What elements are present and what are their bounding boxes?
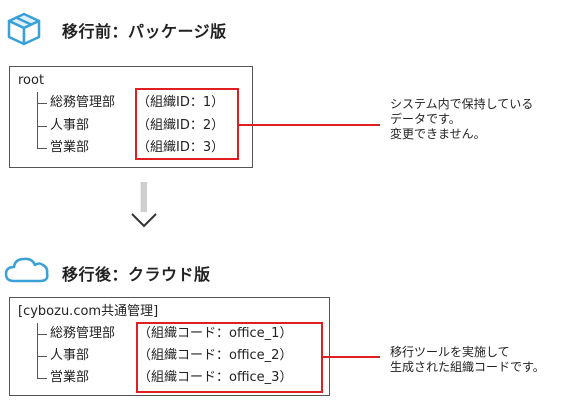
after-note-line-1: 移行ツールを実施して xyxy=(390,345,510,359)
before-dept-2: 人事部 xyxy=(50,118,90,133)
package-box-icon xyxy=(6,12,42,46)
arrow-down-icon xyxy=(128,182,160,232)
after-dept-1: 総務管理部 xyxy=(50,326,116,341)
after-tree-branch-2 xyxy=(37,356,47,357)
after-org-code-1: （組織コード：office_1） xyxy=(138,326,293,341)
after-tree-branch-1 xyxy=(37,334,47,335)
after-org-box xyxy=(9,297,330,396)
before-org-id-3: （組織ID：3） xyxy=(137,140,225,155)
before-org-id-2: （組織ID：2） xyxy=(137,118,225,133)
before-heading: 移行前：パッケージ版 xyxy=(62,22,227,41)
before-tree-branch-1 xyxy=(37,103,47,104)
before-dept-3: 営業部 xyxy=(50,140,90,155)
before-tree-branch-3 xyxy=(37,148,47,149)
before-org-id-1: （組織ID：1） xyxy=(137,95,225,110)
after-dept-3: 営業部 xyxy=(50,370,90,385)
after-note-line-2: 生成された組織コードです。 xyxy=(390,360,545,374)
before-dept-1: 総務管理部 xyxy=(50,95,116,110)
after-heading: 移行後：クラウド版 xyxy=(62,265,211,284)
before-note-line-3: 変更できません。 xyxy=(390,127,486,141)
after-org-code-2: （組織コード：office_2） xyxy=(138,348,293,363)
after-root-label: [cybozu.com共通管理] xyxy=(18,304,159,319)
before-root-label: root xyxy=(18,73,45,88)
after-tree-branch-3 xyxy=(37,378,47,379)
before-tree-trunk xyxy=(37,92,38,149)
cloud-icon xyxy=(4,254,50,284)
before-org-box xyxy=(9,66,253,168)
after-dept-2: 人事部 xyxy=(50,348,90,363)
before-tree-branch-2 xyxy=(37,126,47,127)
after-org-code-3: （組織コード：office_3） xyxy=(138,370,293,385)
after-callout-line xyxy=(321,356,380,358)
before-callout-line xyxy=(237,124,380,126)
before-note-line-2: データです。 xyxy=(390,112,461,126)
after-tree-trunk xyxy=(37,323,38,379)
before-note-line-1: システム内で保持している xyxy=(390,97,534,111)
